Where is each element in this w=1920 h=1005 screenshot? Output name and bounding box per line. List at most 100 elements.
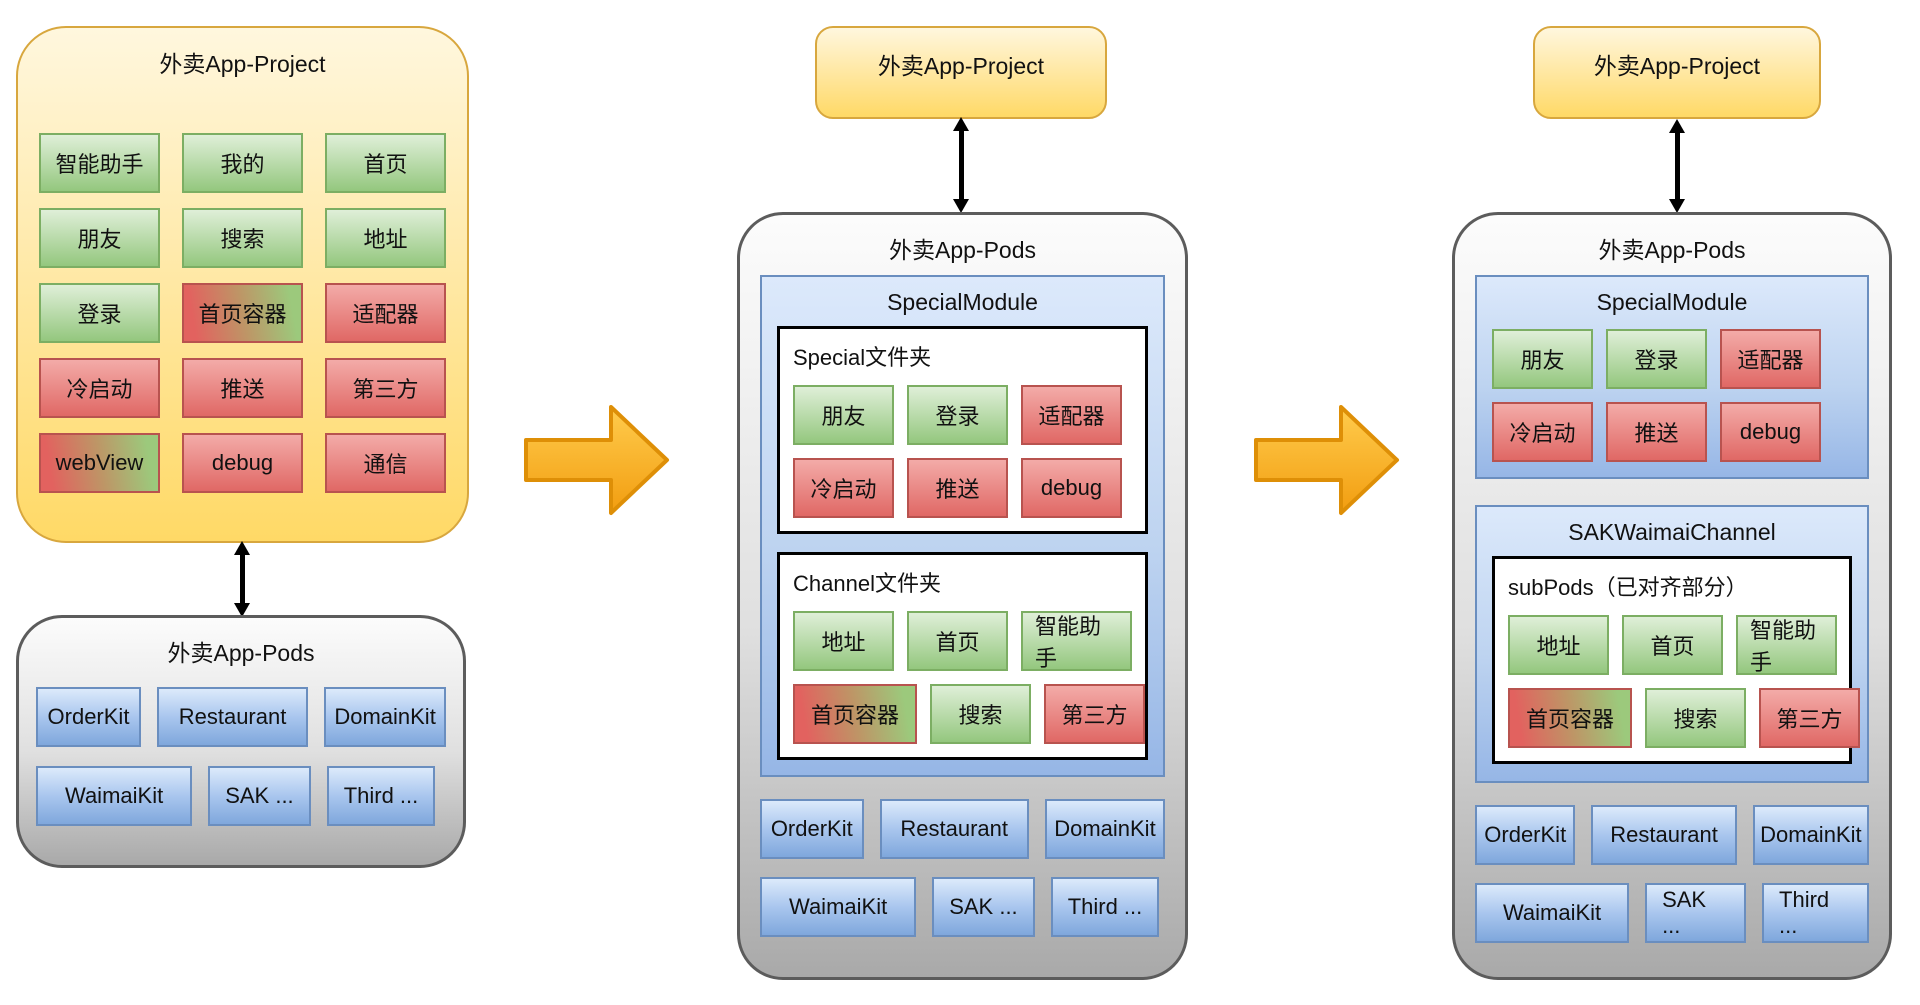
module-node: 登录 bbox=[39, 283, 160, 343]
folder-label: Special文件夹 bbox=[793, 345, 932, 370]
module-row: 首页容器 搜索 第三方 bbox=[1508, 688, 1860, 748]
module-node: 冷启动 bbox=[793, 458, 894, 518]
kit-node: Third ... bbox=[1762, 883, 1869, 943]
kit-row: OrderKit Restaurant DomainKit bbox=[760, 799, 1165, 859]
stage1-pods-box: 外卖App-Pods OrderKit Restaurant DomainKit… bbox=[16, 615, 466, 868]
module-node: 冷启动 bbox=[1492, 402, 1593, 462]
kit-node: OrderKit bbox=[760, 799, 864, 859]
connector-line bbox=[953, 117, 969, 213]
module-row: 冷启动 推送 debug bbox=[793, 458, 1132, 518]
module-node: 第三方 bbox=[1759, 688, 1860, 748]
kit-row: OrderKit Restaurant DomainKit bbox=[1475, 805, 1870, 865]
arrow-right-icon bbox=[524, 405, 669, 515]
pods-title: 外卖App-Pods bbox=[1598, 237, 1746, 263]
module-node: 推送 bbox=[1606, 402, 1707, 462]
arrowhead-up-icon bbox=[1669, 119, 1685, 133]
kit-node: WaimaiKit bbox=[760, 877, 917, 937]
arrow-right-icon bbox=[1254, 405, 1399, 515]
arrowhead-down-icon bbox=[1669, 199, 1685, 213]
module-row: 朋友 登录 适配器 bbox=[793, 385, 1132, 445]
module-node: 首页容器 bbox=[1508, 688, 1632, 748]
module-node: 首页 bbox=[1622, 615, 1723, 675]
pods-title: 外卖App-Pods bbox=[888, 237, 1036, 263]
module-node: 登录 bbox=[907, 385, 1008, 445]
kit-node: WaimaiKit bbox=[36, 766, 193, 826]
kit-node: Restaurant bbox=[879, 799, 1029, 859]
arrowhead-down-icon bbox=[953, 199, 969, 213]
module-node: 适配器 bbox=[325, 283, 446, 343]
module-node: 朋友 bbox=[793, 385, 894, 445]
special-module-panel: SpecialModule 朋友 登录 适配器 冷启动 推送 debug bbox=[1475, 275, 1869, 479]
kit-node: DomainKit bbox=[1752, 805, 1870, 865]
module-node: webView bbox=[39, 433, 160, 493]
project-title: 外卖App-Project bbox=[159, 51, 326, 77]
module-node: 适配器 bbox=[1720, 329, 1821, 389]
subpods-box: subPods（已对齐部分） 地址 首页 智能助手 首页容器 搜索 第三方 bbox=[1492, 556, 1860, 764]
project-title: 外卖App-Project bbox=[1593, 53, 1761, 79]
kit-row: WaimaiKit SAK ... Third ... bbox=[760, 877, 1165, 937]
special-module-title: SpecialModule bbox=[1596, 289, 1748, 315]
kit-node: Third ... bbox=[326, 766, 436, 826]
connector-line bbox=[1669, 119, 1685, 213]
module-node: 适配器 bbox=[1021, 385, 1122, 445]
stage1-project-box: 外卖App-Project 智能助手 我的 首页 朋友 搜索 地址 登录 首页容… bbox=[16, 26, 469, 543]
kit-node: WaimaiKit bbox=[1475, 883, 1630, 943]
channel-module-title: SAKWaimaiChannel bbox=[1568, 519, 1776, 545]
arrowhead-up-icon bbox=[234, 541, 250, 555]
module-node: 首页 bbox=[907, 611, 1008, 671]
module-node: 登录 bbox=[1606, 329, 1707, 389]
module-node: 地址 bbox=[325, 208, 446, 268]
kit-node: Restaurant bbox=[156, 687, 309, 747]
kit-node: OrderKit bbox=[1475, 805, 1576, 865]
module-node: debug bbox=[182, 433, 303, 493]
special-folder-box: Special文件夹 朋友 登录 适配器 冷启动 推送 debug bbox=[777, 326, 1148, 534]
module-row: 朋友 登录 适配器 bbox=[1492, 329, 1852, 389]
connector-shaft bbox=[239, 552, 245, 606]
kit-row: OrderKit Restaurant DomainKit bbox=[19, 687, 463, 747]
module-row: 首页容器 搜索 第三方 bbox=[793, 684, 1145, 744]
kit-node: SAK ... bbox=[1645, 883, 1747, 943]
module-node: 智能助手 bbox=[1736, 615, 1837, 675]
kit-node: SAK ... bbox=[208, 766, 311, 826]
subpods-label: subPods（已对齐部分） bbox=[1508, 575, 1748, 600]
module-node: 地址 bbox=[1508, 615, 1609, 675]
module-grid: 智能助手 我的 首页 朋友 搜索 地址 登录 首页容器 适配器 冷启动 推送 第… bbox=[18, 133, 467, 493]
connector-shaft bbox=[1674, 130, 1680, 202]
folder-label: Channel文件夹 bbox=[793, 571, 941, 596]
module-node: 我的 bbox=[182, 133, 303, 193]
module-node: 通信 bbox=[325, 433, 446, 493]
kit-node: DomainKit bbox=[324, 687, 446, 747]
stage2-project-box: 外卖App-Project bbox=[815, 26, 1107, 119]
special-module-title: SpecialModule bbox=[887, 289, 1038, 315]
stage2-pods-box: 外卖App-Pods SpecialModule Special文件夹 朋友 登… bbox=[737, 212, 1188, 980]
module-node: 推送 bbox=[182, 358, 303, 418]
kit-node: Third ... bbox=[1050, 877, 1160, 937]
module-node: 冷启动 bbox=[39, 358, 160, 418]
kit-node: OrderKit bbox=[36, 687, 141, 747]
module-node: debug bbox=[1720, 402, 1821, 462]
module-node: 搜索 bbox=[1645, 688, 1746, 748]
module-node: 首页 bbox=[325, 133, 446, 193]
module-node: 推送 bbox=[907, 458, 1008, 518]
kit-row: WaimaiKit SAK ... Third ... bbox=[19, 766, 463, 826]
arrowhead-down-icon bbox=[234, 603, 250, 617]
module-node: debug bbox=[1021, 458, 1122, 518]
kit-node: Restaurant bbox=[1591, 805, 1737, 865]
module-row: 地址 首页 智能助手 bbox=[1508, 615, 1837, 675]
connector-shaft bbox=[958, 128, 964, 202]
module-node: 首页容器 bbox=[793, 684, 917, 744]
module-node: 首页容器 bbox=[182, 283, 303, 343]
module-node: 第三方 bbox=[1044, 684, 1145, 744]
stage3-pods-box: 外卖App-Pods SpecialModule 朋友 登录 适配器 冷启动 推… bbox=[1452, 212, 1892, 980]
kit-node: SAK ... bbox=[932, 877, 1035, 937]
project-title: 外卖App-Project bbox=[877, 53, 1045, 79]
stage3-project-box: 外卖App-Project bbox=[1533, 26, 1821, 119]
module-node: 智能助手 bbox=[1021, 611, 1132, 671]
module-node: 朋友 bbox=[1492, 329, 1593, 389]
module-node: 智能助手 bbox=[39, 133, 160, 193]
arrowhead-up-icon bbox=[953, 117, 969, 131]
kit-node: DomainKit bbox=[1044, 799, 1165, 859]
module-node: 地址 bbox=[793, 611, 894, 671]
channel-folder-box: Channel文件夹 地址 首页 智能助手 首页容器 搜索 第三方 bbox=[777, 552, 1148, 760]
